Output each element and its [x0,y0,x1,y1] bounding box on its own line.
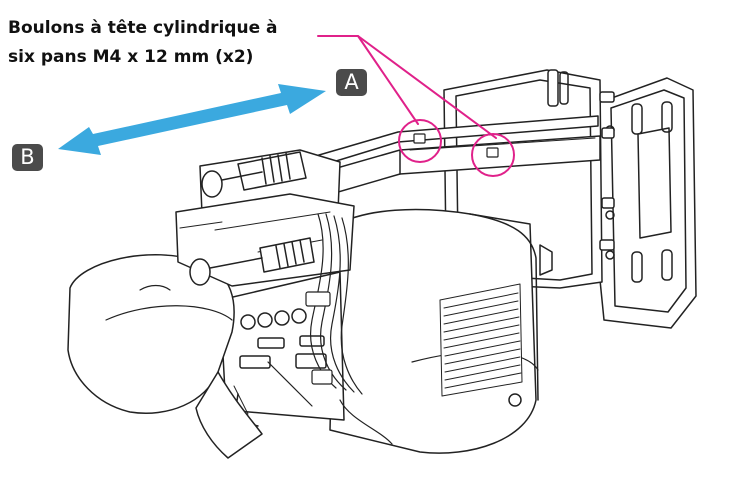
cable-bundle [267,213,363,407]
bolt-callout: Boulons à tête cylindrique à six pans M4… [8,14,328,72]
tilt-adjuster [175,149,355,287]
callout-line-1: Boulons à tête cylindrique à [8,18,278,38]
front-cover [67,254,263,459]
hex-socket-bolts [413,133,499,158]
callout-line-2: six pans M4 x 12 mm (x2) [8,47,254,67]
leader-line [357,35,497,139]
callout-leaders [317,35,515,177]
leader-line [317,35,419,125]
direction-label-b: B [12,144,43,171]
highlight-circle-icon [471,133,515,177]
highlight-circle-icon [398,119,442,163]
slide-direction-arrow [58,84,326,155]
direction-label-a: A [336,69,367,96]
double-headed-arrow-icon [58,84,326,155]
wall-plate [597,77,697,329]
vent-grille [439,283,523,397]
